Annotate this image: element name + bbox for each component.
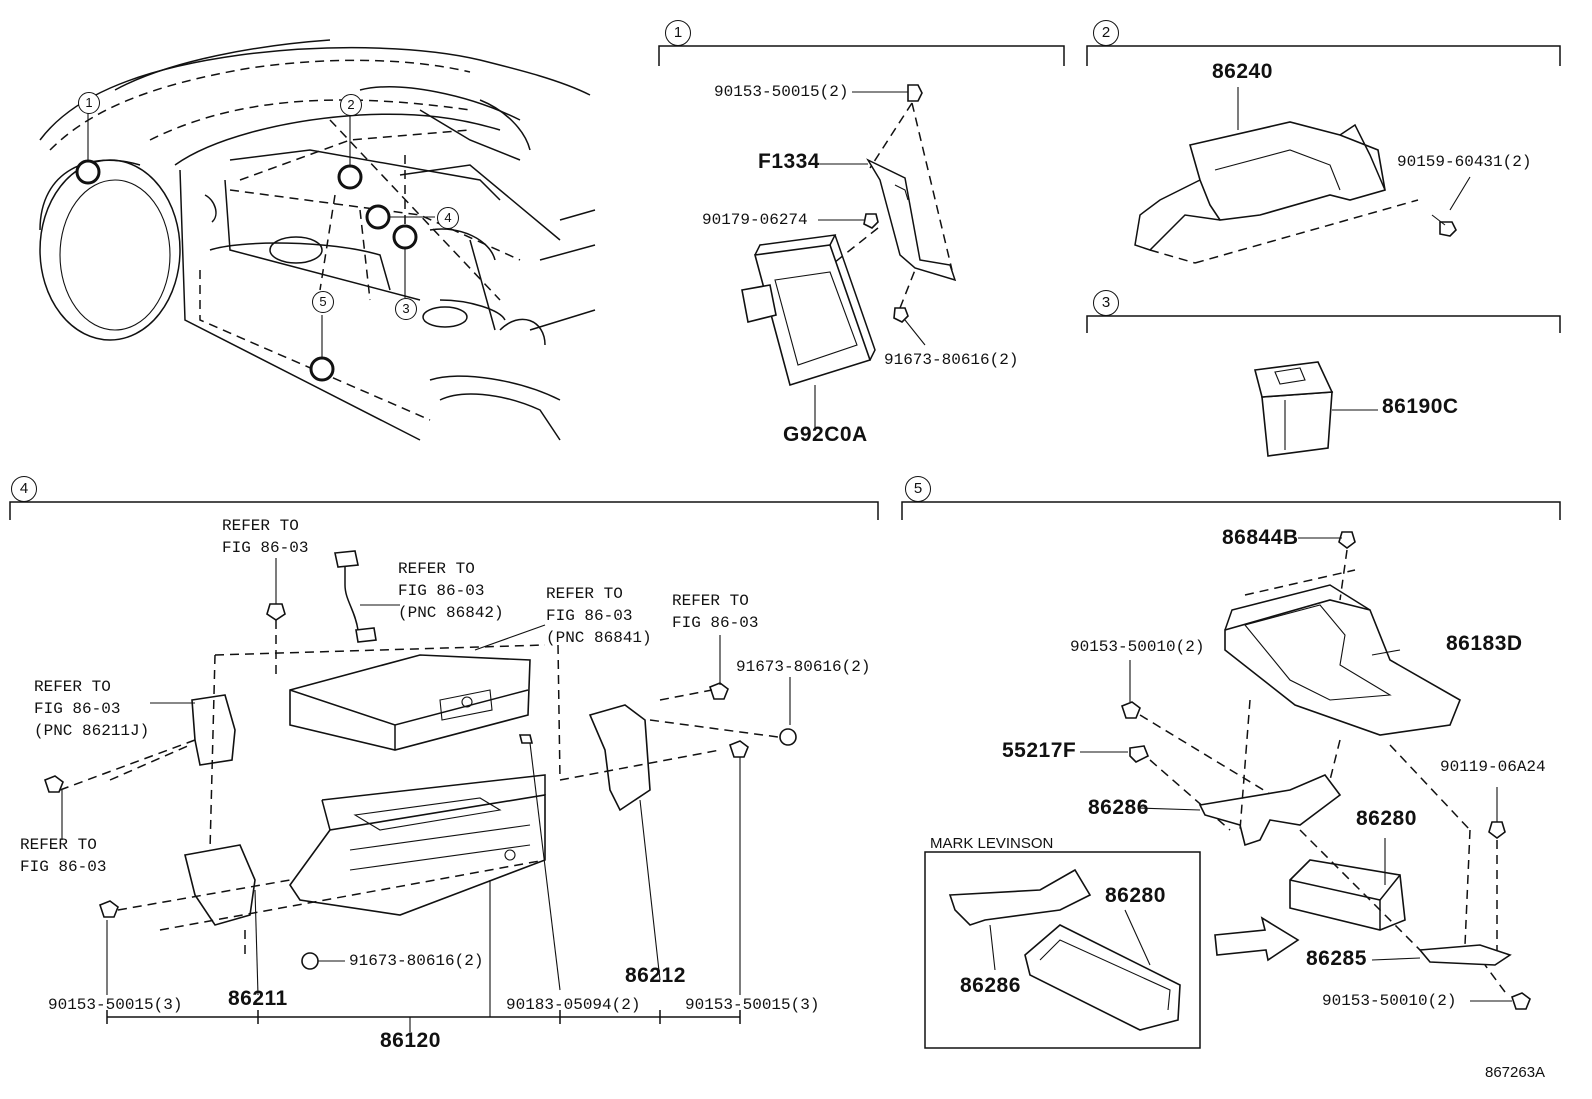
s3-module-label: 86190C [1382,395,1459,418]
s1-nut-label: 90179-06274 [702,211,808,229]
section-4-number: 4 [11,476,37,502]
s5-screw-bottom-label: 90153-50010(2) [1322,992,1457,1010]
s5-bracket-lower-label: 86285 [1306,947,1367,970]
section-5-art [924,531,1531,1049]
overview-callout-5: 5 [312,291,334,313]
s2-screws-label: 90159-60431(2) [1397,153,1532,171]
s5-bracket-label: 86286 [1088,796,1149,819]
s5-amplifier-label: 86280 [1356,807,1417,830]
s5-screw-left-label: 90153-50010(2) [1070,638,1205,656]
s4-refer-left-bracket: REFER TO FIG 86-03 (PNC 86211J) [34,678,150,740]
s4-bracket-right-label: 86212 [625,964,686,987]
section-3-number: 3 [1093,290,1119,316]
section-2-header-line [1086,45,1561,66]
s2-module-label: 86240 [1212,60,1273,83]
section-4-header-line [9,501,879,520]
s4-assembly-label: 86120 [380,1029,441,1052]
s4-bracket-left-label: 86211 [228,987,288,1010]
overview-callout-3: 3 [395,298,417,320]
s4-refer-top: REFER TO FIG 86-03 [222,517,309,557]
s5-variant-title: MARK LEVINSON [930,835,1054,852]
section-1-art [741,84,957,430]
section-2-art [1134,87,1471,264]
s4-refer-display: REFER TO FIG 86-03 (PNC 86841) [546,585,652,647]
s1-screws-bottom-label: 91673-80616(2) [884,351,1019,369]
section-5-number: 5 [905,476,931,502]
section-1-number: 1 [665,20,691,46]
s4-screw-bottom-mid-label: 91673-80616(2) [349,952,484,970]
s4-refer-cable: REFER TO FIG 86-03 (PNC 86842) [398,560,504,622]
section-1-header-line [658,45,1065,66]
s4-clip-label: 90183-05094(2) [506,996,641,1014]
s4-screw-right-top-label: 91673-80616(2) [736,658,871,676]
vehicle-overview [39,39,596,441]
s4-screw-bottom-right-label: 90153-50015(3) [685,996,820,1014]
overview-callout-2: 2 [340,94,362,116]
s1-bracket-label: F1334 [758,150,821,173]
overview-callout-1: 1 [78,92,100,114]
s4-refer-right: REFER TO FIG 86-03 [672,592,759,632]
section-4-art [44,550,797,1032]
s1-screw-top-label: 90153-50015(2) [714,83,849,101]
s5-variant-amplifier-label: 86280 [1105,884,1166,907]
section-3-header-line [1086,315,1561,333]
s5-bolt-top-label: 86844B [1222,526,1299,549]
section-5-header-line [901,501,1561,520]
s5-clip-label: 55217F [1002,739,1077,762]
s4-screw-bottom-left-label: 90153-50015(3) [48,996,183,1014]
s1-module-label: G92C0A [783,423,868,446]
diagram-id: 867263A [1485,1064,1546,1081]
section-2-number: 2 [1093,20,1119,46]
overview-callout-4: 4 [437,207,459,229]
s4-refer-left-screw: REFER TO FIG 86-03 [20,836,107,876]
s5-cover-label: 86183D [1446,632,1523,655]
section-3-art [1253,361,1378,457]
s5-bolt-right-label: 90119-06A24 [1440,758,1546,776]
s5-variant-bracket-label: 86286 [960,974,1021,997]
